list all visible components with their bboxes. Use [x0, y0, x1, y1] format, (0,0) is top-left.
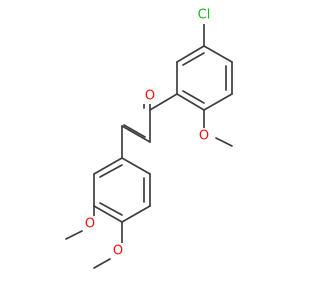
bond [176, 45, 205, 63]
label-background [83, 216, 97, 232]
bond [176, 93, 205, 111]
bond [121, 205, 151, 223]
bond [93, 205, 123, 223]
bond [99, 164, 123, 178]
bond [121, 125, 151, 143]
atom-label-carbonyl-oxygen: O [145, 89, 155, 104]
atom-label-chlorine: Cl [198, 8, 211, 23]
bond [182, 52, 205, 66]
bond [93, 258, 111, 269]
bond [203, 93, 233, 111]
label-background [197, 128, 211, 144]
atom-label-methoxy-oxygen: O [113, 244, 123, 259]
atom-label-methoxy-oxygen: O [199, 129, 209, 144]
bond [121, 157, 151, 175]
bond [215, 137, 233, 147]
bond [65, 230, 83, 240]
bond [203, 45, 233, 63]
molecule-canvas: Cl O O O O [65, 6, 233, 269]
structure-diagram: Cl O O O O [65, 6, 233, 269]
bond [99, 202, 123, 216]
bond [93, 157, 123, 175]
bond [182, 90, 205, 104]
label-background [143, 88, 157, 104]
atom-label-methoxy-oxygen: O [85, 217, 95, 232]
label-background [111, 243, 125, 259]
bond [149, 93, 178, 111]
label-background [193, 6, 215, 24]
bond [123, 124, 146, 138]
atom-label-layer: Cl O O O O [83, 6, 215, 259]
